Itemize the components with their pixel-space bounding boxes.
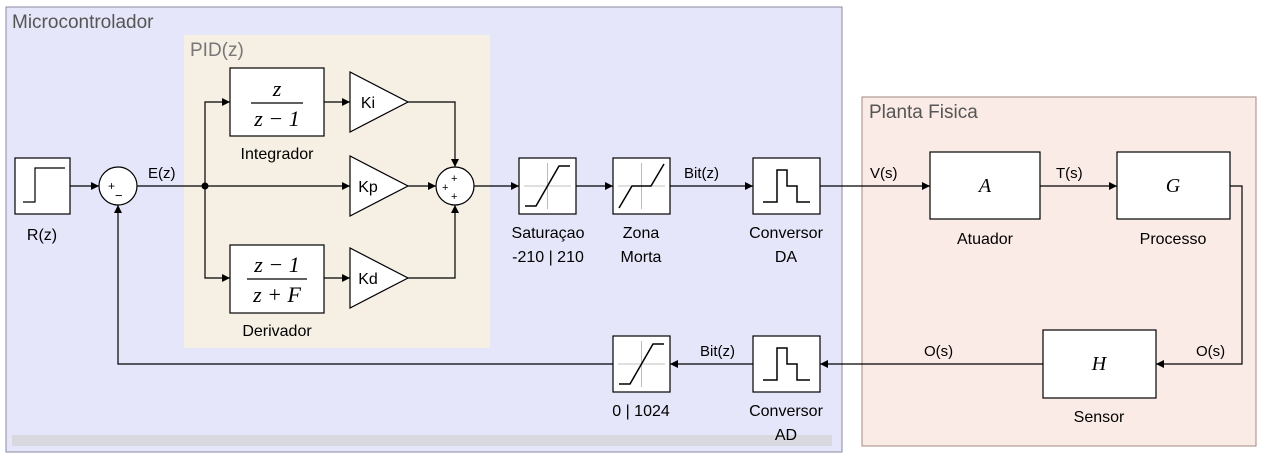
saturation-label-line2: -210 | 210 bbox=[512, 249, 584, 266]
feedback-saturation-label: 0 | 1024 bbox=[612, 403, 670, 420]
microcontroller-scrollbar[interactable] bbox=[12, 435, 832, 446]
process-symbol: G bbox=[1166, 175, 1181, 197]
sum-plus-sign: + bbox=[108, 179, 115, 193]
ki-gain-block[interactable]: Ki bbox=[349, 71, 410, 133]
feedback-saturation-block[interactable] bbox=[612, 335, 671, 393]
kd-gain-block[interactable]: Kd bbox=[349, 247, 410, 309]
integrator-denominator: z − 1 bbox=[253, 106, 299, 131]
dac-label-line1: Conversor bbox=[749, 225, 823, 242]
derivator-block[interactable]: z − 1 z + F bbox=[229, 244, 325, 314]
actuator-label: Atuador bbox=[957, 231, 1014, 248]
dac-block[interactable] bbox=[752, 157, 821, 215]
ki-label: Ki bbox=[361, 95, 375, 112]
sensor-label: Sensor bbox=[1074, 409, 1125, 426]
actuator-symbol: A bbox=[977, 175, 992, 197]
bit-forward-signal-label: Bit(z) bbox=[684, 165, 719, 182]
deadzone-label-line2: Morta bbox=[621, 249, 662, 266]
error-sum-junction[interactable]: + − bbox=[98, 166, 138, 206]
derivator-numerator: z − 1 bbox=[253, 252, 299, 277]
integrator-numerator: z bbox=[272, 76, 282, 101]
process-block[interactable]: G bbox=[1116, 151, 1231, 220]
sensor-symbol: H bbox=[1091, 353, 1108, 375]
sum-minus-sign: − bbox=[115, 188, 123, 203]
adc-block[interactable] bbox=[752, 335, 821, 393]
microcontroller-title: Microcontrolador bbox=[12, 12, 154, 33]
saturation-label-line1: Saturaçao bbox=[512, 225, 585, 242]
error-signal-label: E(z) bbox=[148, 165, 176, 182]
derivator-denominator: z + F bbox=[252, 282, 301, 307]
adc-label-line2: AD bbox=[775, 427, 797, 444]
deadzone-label-line1: Zona bbox=[623, 225, 660, 242]
integrator-block[interactable]: z z − 1 bbox=[229, 67, 325, 137]
process-label: Processo bbox=[1140, 231, 1207, 248]
kd-label: Kd bbox=[358, 271, 378, 288]
pid-sum-junction[interactable]: + + + bbox=[435, 166, 475, 206]
pid-sum-bottom-sign: + bbox=[451, 191, 457, 203]
branch-point bbox=[201, 182, 209, 190]
output-mid-signal-label: O(s) bbox=[924, 343, 953, 360]
derivator-label: Derivador bbox=[242, 323, 312, 340]
pid-sum-left-sign: + bbox=[442, 182, 448, 194]
sensor-block[interactable]: H bbox=[1042, 329, 1157, 399]
pid-title: PID(z) bbox=[190, 40, 244, 61]
voltage-signal-label: V(s) bbox=[870, 165, 898, 182]
plant-title: Planta Fisica bbox=[869, 102, 978, 123]
step-source-block[interactable] bbox=[14, 157, 71, 215]
bit-feedback-signal-label: Bit(z) bbox=[700, 343, 735, 360]
saturation-block[interactable] bbox=[518, 157, 577, 215]
output-right-signal-label: O(s) bbox=[1196, 343, 1225, 360]
kp-gain-block[interactable]: Kp bbox=[349, 155, 410, 217]
deadzone-block[interactable] bbox=[612, 157, 671, 215]
actuator-block[interactable]: A bbox=[929, 151, 1041, 220]
adc-label-line1: Conversor bbox=[749, 403, 823, 420]
pid-sum-top-sign: + bbox=[451, 173, 457, 185]
integrator-label: Integrador bbox=[241, 146, 315, 163]
signal-wires bbox=[70, 98, 1243, 368]
dac-label-line2: DA bbox=[775, 249, 798, 266]
torque-signal-label: T(s) bbox=[1056, 165, 1083, 182]
kp-label: Kp bbox=[358, 179, 378, 196]
step-source-label: R(z) bbox=[27, 227, 57, 244]
